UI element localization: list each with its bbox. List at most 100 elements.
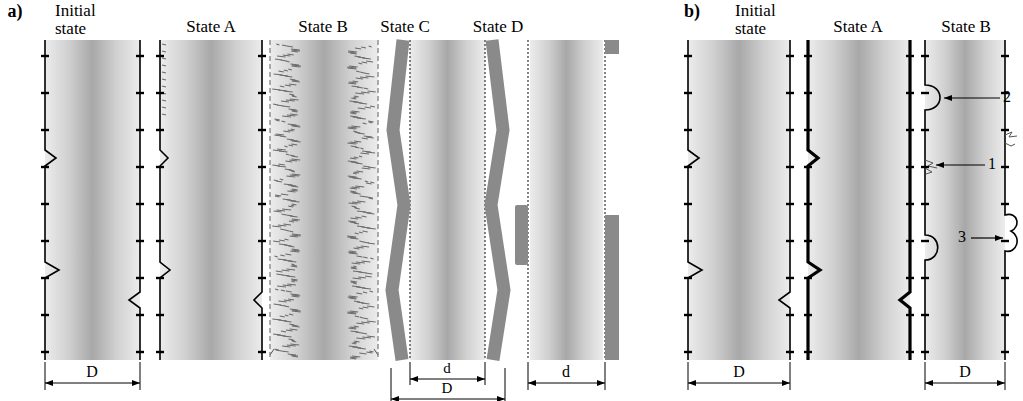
corrosion-texture <box>282 209 291 210</box>
corrosion-texture <box>286 269 295 270</box>
corrosion-texture <box>280 229 285 230</box>
corrosion-texture <box>353 173 357 174</box>
surface-mark <box>906 203 914 205</box>
surface-mark <box>136 92 144 94</box>
dimension-line <box>45 362 140 390</box>
surface-mark <box>41 351 49 353</box>
corrosion-texture <box>360 148 363 149</box>
dimension-line <box>688 362 790 390</box>
corrosion-texture <box>292 326 300 327</box>
corrosion-texture <box>283 336 292 337</box>
corrosion-texture <box>348 68 357 69</box>
corrosion-texture <box>281 60 286 61</box>
corrosion-texture <box>162 86 166 87</box>
corrosion-texture <box>366 352 372 353</box>
crack <box>270 132 1017 355</box>
corrosion-texture <box>370 182 374 183</box>
surface-mark <box>804 129 812 131</box>
corrosion-texture <box>289 231 293 232</box>
callout-number: 2 <box>1001 89 1013 106</box>
surface-mark <box>41 203 49 205</box>
corrosion-texture <box>292 219 300 220</box>
corrosion-texture <box>348 221 356 222</box>
corrosion-texture <box>289 145 294 146</box>
dimension-line <box>45 383 140 384</box>
rod-edge <box>779 40 790 360</box>
surface-mark <box>156 166 164 168</box>
corrosion-texture <box>289 84 296 85</box>
surface-mark <box>906 240 914 242</box>
corrosion-texture <box>362 337 371 338</box>
corrosion-texture <box>359 308 363 309</box>
corrosion-texture <box>348 51 357 52</box>
corrosion-texture <box>282 346 290 347</box>
corrosion-texture <box>361 246 369 247</box>
corrosion-texture <box>284 91 293 92</box>
corrosion-texture <box>291 129 295 130</box>
corrosion-texture <box>277 286 286 287</box>
corrosion-texture <box>362 333 367 334</box>
corrosion-texture <box>292 204 296 205</box>
corrosion-front <box>270 40 378 360</box>
corrosion-texture <box>357 256 363 257</box>
corrosion-texture <box>350 53 357 54</box>
surface-mark <box>41 277 49 279</box>
corrosion-texture <box>276 181 282 182</box>
corrosion-texture <box>275 196 279 197</box>
surface-mark <box>684 277 692 279</box>
surface-mark <box>921 203 929 205</box>
corrosion-texture <box>274 256 277 257</box>
state-title: State B <box>278 18 368 36</box>
corrosion-texture <box>286 61 290 62</box>
corrosion-texture <box>350 188 357 189</box>
corrosion-texture <box>288 299 294 300</box>
dimension-label: D <box>729 364 749 381</box>
surface-mark <box>1001 166 1009 168</box>
corrosion-texture <box>291 186 298 187</box>
corrosion-texture <box>283 106 291 107</box>
corrosion-texture <box>363 257 367 258</box>
corrosion-texture <box>348 52 356 53</box>
corrosion-texture <box>355 217 361 218</box>
corrosion-texture <box>274 211 282 212</box>
corrosion-texture <box>350 112 357 113</box>
corrosion-texture <box>356 262 365 263</box>
surface-mark <box>786 203 794 205</box>
crack <box>270 349 378 355</box>
corrosion-texture <box>363 123 367 124</box>
corrosion-texture <box>348 128 356 129</box>
surface-mark <box>136 240 144 242</box>
corrosion-texture <box>274 119 279 120</box>
surface-mark <box>684 314 692 316</box>
surface-mark <box>258 129 266 131</box>
corrosion-texture <box>280 255 284 256</box>
corrosion-front <box>377 40 378 360</box>
corrosion-texture <box>291 110 298 111</box>
corrosion-texture <box>285 254 291 255</box>
panel-letter: a) <box>2 2 28 21</box>
rod-edge <box>254 40 262 360</box>
corrosion-texture <box>351 98 356 99</box>
corrosion-texture <box>352 193 360 194</box>
corrosion-texture <box>347 312 356 313</box>
corrosion-texture <box>354 157 359 158</box>
corrosion-texture <box>356 78 363 79</box>
corrosion-texture <box>360 317 363 318</box>
corrosion-texture <box>356 323 364 324</box>
corrosion-texture <box>358 108 366 109</box>
corrosion-texture <box>282 45 287 46</box>
corrosion-texture <box>361 92 370 93</box>
corrosion-texture <box>352 343 356 344</box>
corrosion-texture <box>369 198 373 199</box>
rod-edge <box>688 40 702 360</box>
dimension-line <box>925 383 1005 384</box>
surface-mark <box>684 55 692 57</box>
surface-mark <box>258 240 266 242</box>
corrosion-texture <box>366 213 374 214</box>
surface-mark <box>804 351 812 353</box>
corrosion-texture <box>285 315 288 316</box>
corrosion-texture <box>285 230 289 231</box>
corrosion-texture <box>291 220 298 221</box>
corrosion-texture <box>369 46 372 47</box>
